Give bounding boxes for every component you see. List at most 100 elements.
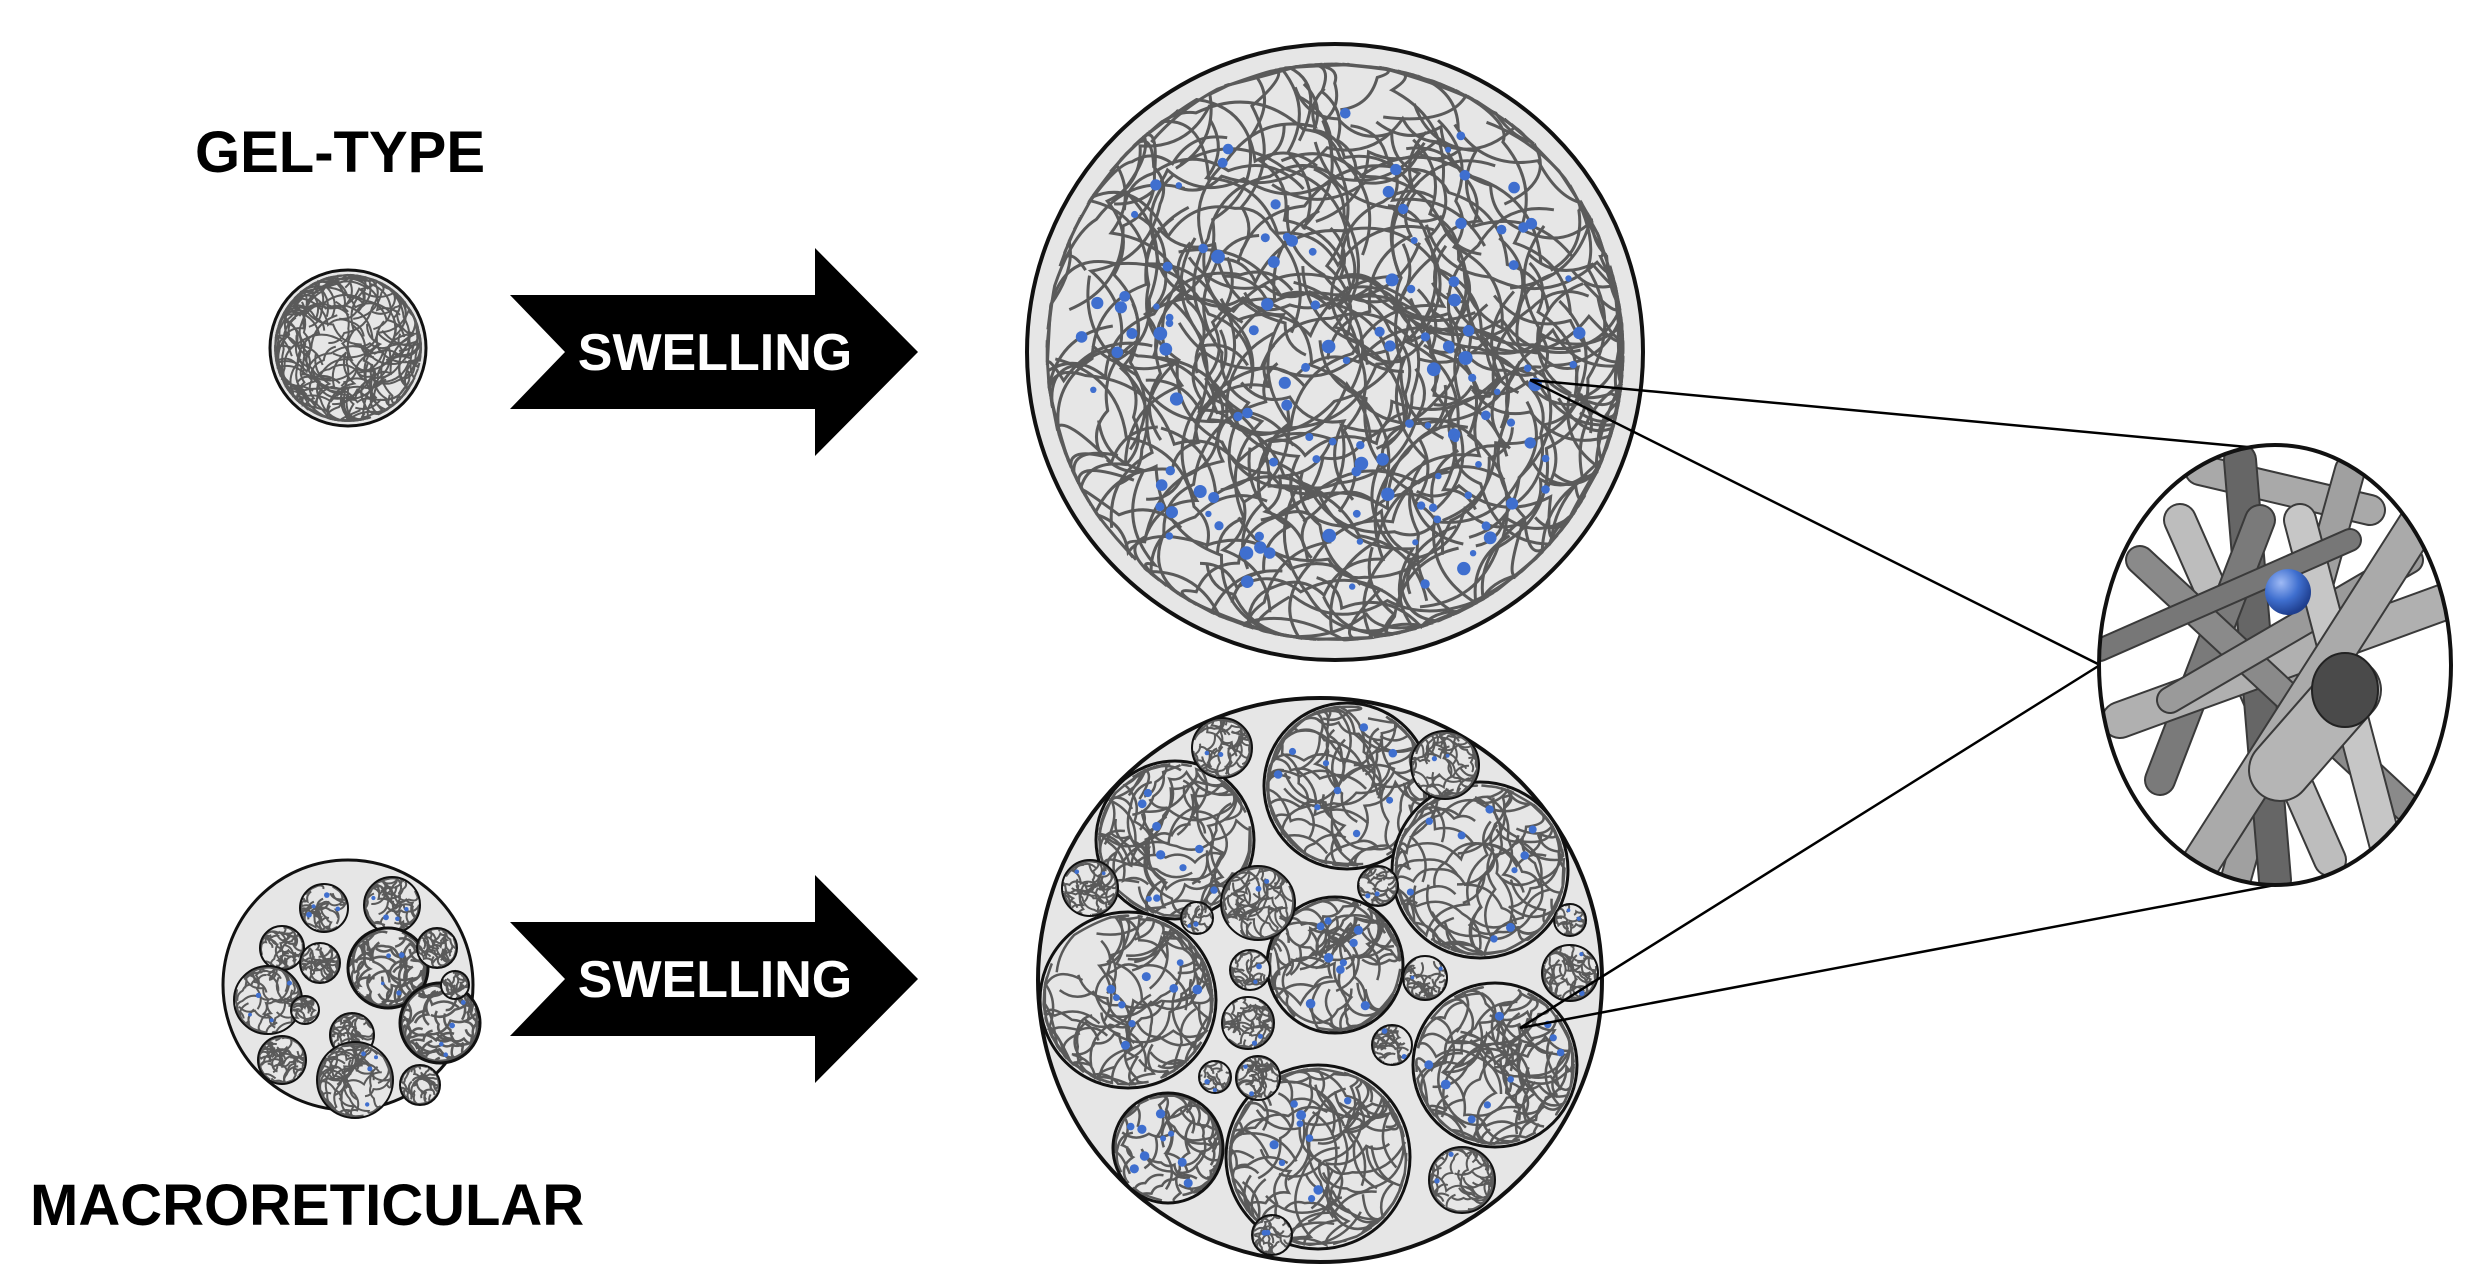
swelling-arrow-top-label: SWELLING xyxy=(578,324,852,382)
large-macro-microsphere-outline xyxy=(1180,901,1214,935)
large-macro-microsphere-fiber xyxy=(1260,1217,1281,1237)
large-macro-microsphere-fiber xyxy=(1223,880,1231,893)
large-macro-microsphere-fiber xyxy=(1418,732,1448,757)
large-gel-particle xyxy=(1301,362,1311,372)
large-gel-particle xyxy=(1462,325,1475,337)
large-gel-particle xyxy=(1208,492,1220,503)
large-gel-particle xyxy=(1159,342,1173,356)
large-macro-microsphere-particle xyxy=(1129,1164,1139,1174)
small-macro-microsphere-outline xyxy=(346,926,430,1010)
large-macro-microsphere-particle xyxy=(1424,1060,1434,1070)
large-gel-particle xyxy=(1410,237,1418,244)
large-macro-microsphere-particle xyxy=(1256,963,1262,970)
large-macro-microsphere-particle xyxy=(1218,752,1224,757)
large-gel-fiber xyxy=(1160,426,1460,507)
large-gel-particle xyxy=(1475,461,1482,468)
large-gel-fiber xyxy=(1302,82,1496,191)
large-gel-fiber xyxy=(1149,173,1350,312)
large-gel-fiber xyxy=(1425,224,1619,298)
large-macro-microsphere-particle xyxy=(1152,821,1162,831)
small-macro-microsphere-fiber xyxy=(243,967,266,978)
large-gel-fiber xyxy=(1046,260,1306,388)
large-macro-microsphere-outline xyxy=(1428,1146,1496,1214)
large-macro-microsphere-particle xyxy=(1457,831,1466,840)
large-macro-microsphere-fiber xyxy=(1429,1179,1442,1205)
large-macro-microsphere-fiber xyxy=(1453,741,1479,784)
small-gel-fiber xyxy=(340,323,383,387)
large-macro-microsphere-fiber xyxy=(1287,838,1365,867)
small-gel-fiber xyxy=(288,352,332,406)
large-macro-microsphere-fiber xyxy=(1259,867,1275,873)
large-macro-microsphere-particle xyxy=(1179,864,1187,872)
large-macro-microsphere-particle xyxy=(1193,921,1199,927)
large-gel-particle xyxy=(1214,521,1224,531)
large-macro-microsphere-fiber xyxy=(1071,866,1112,893)
small-macro-microsphere-fiber xyxy=(338,1097,364,1118)
large-macro-microsphere-fiber xyxy=(1055,915,1168,973)
large-macro-microsphere-fiber xyxy=(1100,939,1148,1073)
large-macro-microsphere-fiber xyxy=(1231,1155,1289,1229)
large-macro-microsphere-fiber xyxy=(1266,905,1292,931)
large-macro-microsphere-fiber xyxy=(1462,834,1520,905)
large-gel-particle xyxy=(1090,386,1097,393)
small-gel-fiber xyxy=(276,345,400,374)
large-macro-microsphere-fiber xyxy=(1097,861,1107,874)
large-macro-microsphere-outline xyxy=(1402,955,1448,1001)
large-gel-fiber xyxy=(1293,62,1339,230)
large-macro-microsphere-fiber xyxy=(1114,1105,1141,1152)
gel-type-label: GEL-TYPE xyxy=(195,120,485,185)
large-gel-particle xyxy=(1351,466,1362,477)
large-macro-microsphere-particle xyxy=(1388,748,1398,758)
large-macro-microsphere-particle xyxy=(1243,1064,1248,1069)
small-macro-microsphere-particle xyxy=(365,1102,370,1107)
large-gel-particle xyxy=(1155,502,1165,512)
small-macro-microsphere-fiber xyxy=(297,1001,313,1024)
large-gel-particle xyxy=(1162,261,1173,272)
large-macro-microsphere-outline xyxy=(1410,730,1480,800)
large-macro-microsphere-particle xyxy=(1176,959,1184,966)
large-macro-microsphere-particle xyxy=(1313,1185,1323,1195)
large-macro-microsphere-fiber xyxy=(1218,717,1243,731)
large-macro-microsphere-fiber xyxy=(1232,870,1261,916)
large-macro-microsphere-particle xyxy=(1288,747,1297,756)
small-macro-microsphere-fiber xyxy=(392,950,420,974)
large-gel-particle xyxy=(1248,325,1259,336)
small-gel-fiber xyxy=(298,302,332,380)
large-macro-microsphere-particle xyxy=(1322,760,1330,767)
large-macro-microsphere-particle xyxy=(1290,1100,1298,1108)
large-macro-microsphere-fiber xyxy=(1075,878,1107,913)
large-gel-particle xyxy=(1175,182,1183,189)
large-gel-particle xyxy=(1385,273,1399,287)
large-macro-microsphere-fiber xyxy=(1448,1019,1567,1091)
large-gel-particle xyxy=(1524,437,1536,449)
small-macro-microsphere-fiber xyxy=(391,878,406,897)
large-gel-particle xyxy=(1340,108,1351,119)
large-gel-particles xyxy=(1075,108,1586,590)
large-gel-particle xyxy=(1193,485,1207,498)
large-macro-microsphere-fiber xyxy=(1343,1071,1367,1187)
large-macro-microsphere-fiber xyxy=(1548,949,1575,971)
large-macro-microsphere-fiber xyxy=(1439,788,1455,799)
large-macro-microsphere-outline xyxy=(1061,859,1119,917)
small-macro-microsphere-outline xyxy=(440,970,470,1000)
small-macro-microsphere-fiber xyxy=(238,1005,276,1029)
large-macro-microsphere-particle xyxy=(1187,924,1192,928)
large-gel-particle xyxy=(1312,455,1321,464)
small-macroreticular-microspheres xyxy=(233,876,482,1119)
large-macro-microsphere-particle xyxy=(1305,1134,1314,1142)
large-gel-particle xyxy=(1278,376,1291,389)
large-gel-particle xyxy=(1349,583,1356,590)
large-gel-particle xyxy=(1240,550,1247,558)
large-macro-microsphere-fiber xyxy=(1578,970,1596,991)
large-gel-fiber xyxy=(1175,115,1445,192)
large-macro-microsphere-fiber xyxy=(1493,1122,1540,1145)
small-macro-microsphere-fiber xyxy=(242,1020,278,1034)
large-gel-fiber xyxy=(1086,275,1433,436)
large-macro-microsphere-fiber xyxy=(1286,1068,1336,1136)
large-macro-microsphere-fiber xyxy=(1395,868,1518,925)
large-macro-microsphere-fiber xyxy=(1262,882,1289,923)
swelling-arrow-bottom: SWELLING xyxy=(510,875,918,1083)
large-macro-microsphere-fiber xyxy=(1431,771,1460,799)
large-macro-microsphere-fiber xyxy=(1211,1131,1222,1162)
